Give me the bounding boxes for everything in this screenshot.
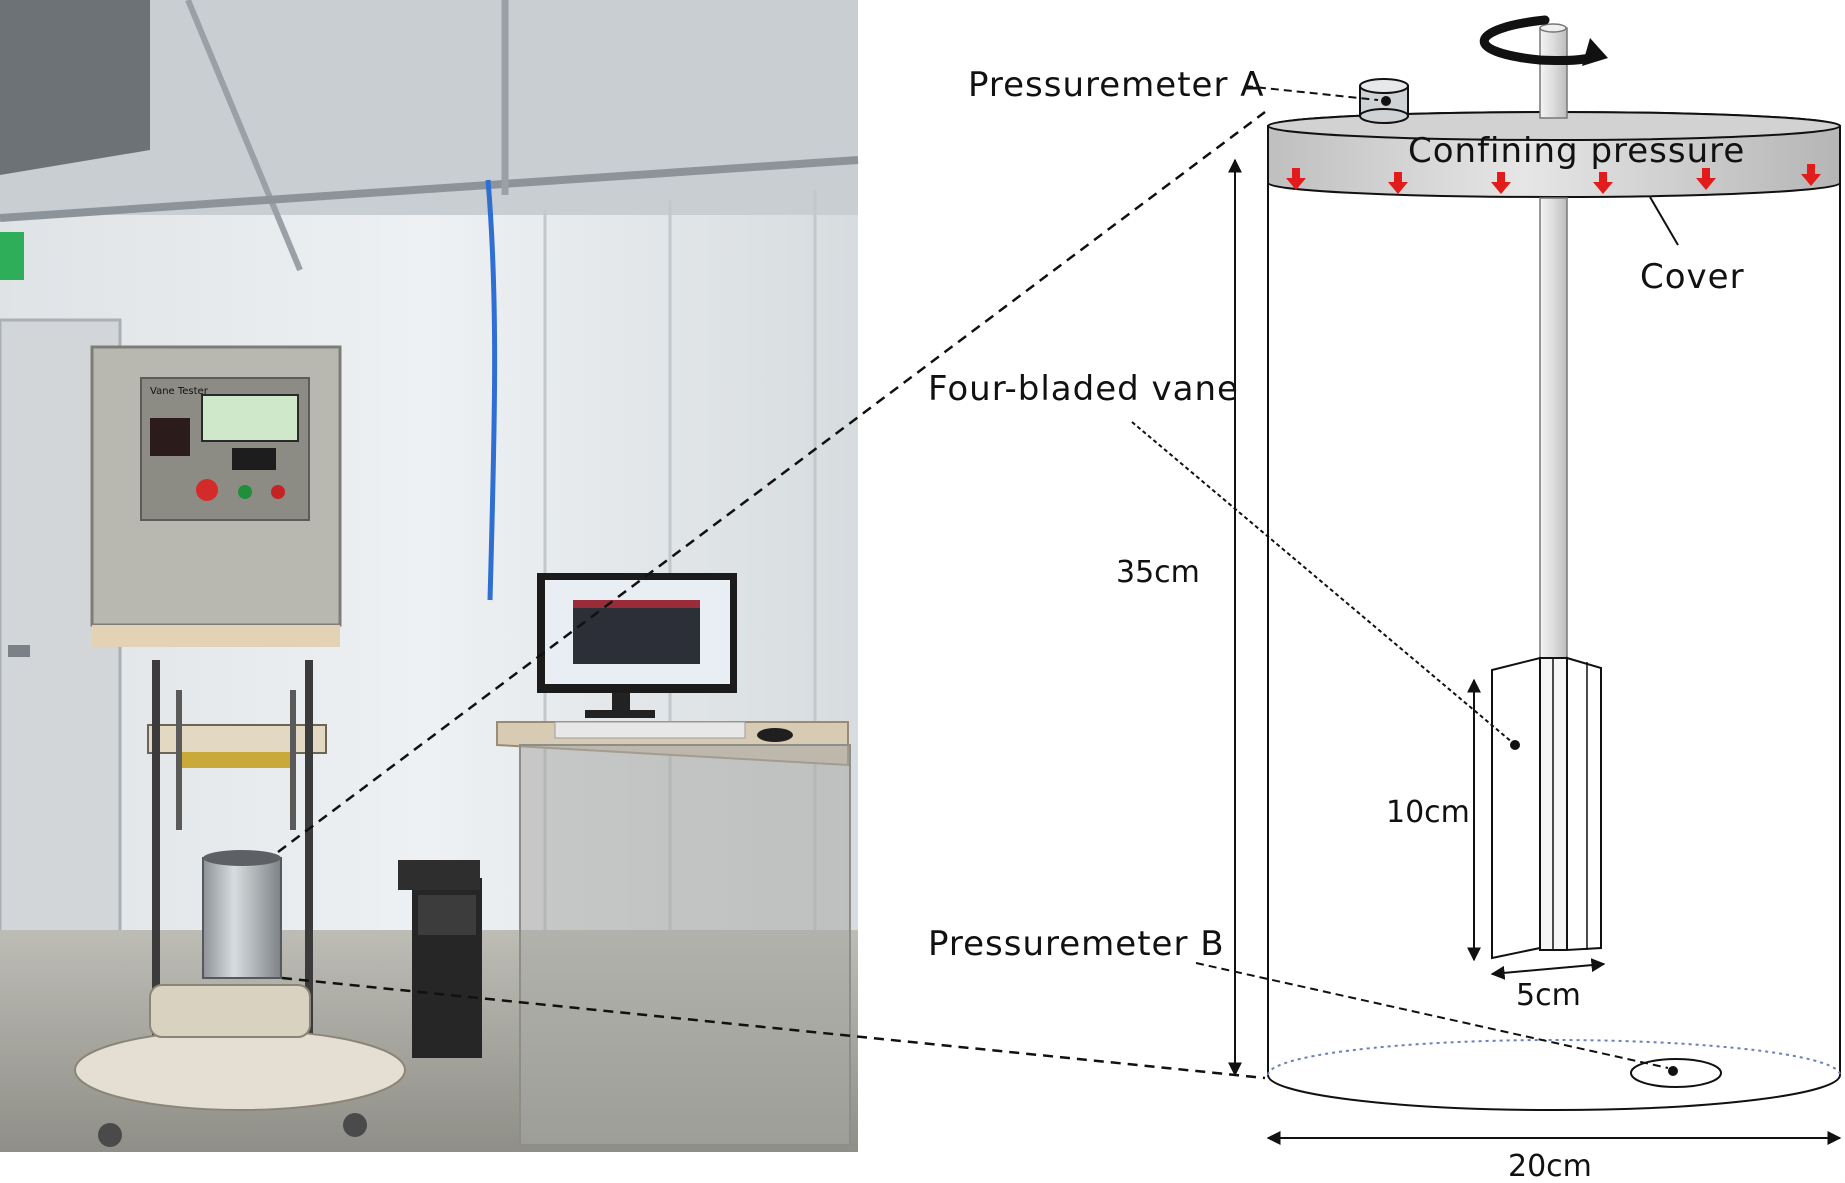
vane-shaft bbox=[1539, 27, 1568, 119]
four-bladed-vane bbox=[1491, 656, 1602, 960]
test-cylinder bbox=[202, 857, 282, 979]
vane-height-10cm-label: 10cm bbox=[1386, 795, 1470, 830]
pressuremeter-b-label: Pressuremeter B bbox=[928, 924, 1225, 964]
emergency-stop-button bbox=[196, 479, 218, 501]
zoom-guide-lines bbox=[277, 110, 1266, 1080]
keyboard bbox=[554, 721, 746, 739]
start-button bbox=[238, 485, 252, 499]
stop-button bbox=[271, 485, 285, 499]
vane-rod bbox=[1539, 197, 1568, 667]
vane-test-schematic: Confining pressure Pressuremeter A Cover bbox=[928, 15, 1842, 1183]
pressure-arrow bbox=[1593, 172, 1613, 194]
four-bladed-vane-label: Four-bladed vane bbox=[928, 369, 1239, 409]
machine-base bbox=[74, 1029, 406, 1111]
pressuremeter-a-sensor bbox=[1381, 96, 1391, 106]
loading-frame bbox=[147, 724, 327, 754]
zoom-line-top bbox=[277, 110, 1266, 854]
pressure-arrow bbox=[1696, 168, 1716, 190]
controller-display bbox=[201, 394, 299, 442]
pressuremeter-a-label: Pressuremeter A bbox=[968, 65, 1265, 105]
pressuremeter-b-sensor bbox=[1668, 1066, 1678, 1076]
cover-label: Cover bbox=[1640, 257, 1745, 297]
ceiling-vent bbox=[0, 0, 150, 175]
pressure-arrow bbox=[1388, 172, 1408, 194]
height-35cm-label: 35cm bbox=[1116, 555, 1200, 590]
exit-sign bbox=[0, 232, 24, 280]
laboratory-photo: Vane Tester bbox=[0, 0, 859, 1152]
rotation-arrow-icon bbox=[1479, 15, 1608, 66]
vane-width-5cm-label: 5cm bbox=[1516, 978, 1581, 1013]
vane-center-point bbox=[1510, 740, 1520, 750]
pressure-arrow bbox=[1286, 168, 1306, 190]
cylinder-base-back bbox=[1267, 1039, 1841, 1076]
pressuremeter-a bbox=[1359, 78, 1409, 124]
zoom-line-bottom bbox=[281, 976, 1266, 1080]
desk-glass-panel bbox=[519, 744, 851, 1146]
pressure-arrow bbox=[1801, 164, 1821, 186]
confining-pressure-label: Confining pressure bbox=[1408, 131, 1745, 171]
pressure-arrow bbox=[1491, 172, 1511, 194]
cylinder-base-front bbox=[1267, 1074, 1841, 1111]
controller-panel-title: Vane Tester bbox=[150, 386, 209, 397]
mouse bbox=[757, 728, 793, 742]
confining-pressure-arrows bbox=[1286, 164, 1821, 194]
vane-width-dimension-line bbox=[1490, 958, 1606, 980]
blue-hose bbox=[485, 179, 498, 601]
diameter-20cm-label: 20cm bbox=[1508, 1149, 1592, 1183]
